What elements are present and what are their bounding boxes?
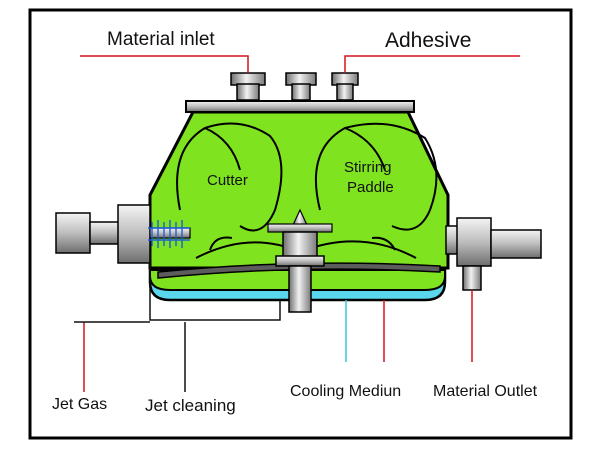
leader-lines: [74, 55, 520, 392]
paddle-label: Paddle: [347, 179, 394, 196]
material-inlet-label: Material inlet: [107, 29, 215, 50]
scraper-plate: [157, 262, 441, 279]
adhesive-nozzle: [331, 72, 359, 101]
outer-frame: [28, 8, 573, 440]
jet-cleaning-label: Jet cleaning: [145, 396, 236, 415]
leader-material-inlet: [80, 55, 249, 73]
material-outlet-label: Material Outlet: [433, 383, 538, 400]
cooling-medium-label: Cooling Mediun: [290, 383, 402, 400]
material-inlet-nozzle-icon: [230, 72, 266, 101]
cutter-blade-icon: [148, 220, 190, 248]
lid-plate: [185, 100, 415, 113]
stirring-label: Stirring: [344, 159, 392, 176]
leader-jet-frame: [149, 250, 281, 321]
outlet-valve-icon: [445, 217, 542, 291]
jet-gas-label: Jet Gas: [52, 396, 108, 413]
leader-adhesive: [344, 55, 520, 73]
center-nozzle: [285, 72, 317, 101]
adhesive-label: Adhesive: [385, 29, 472, 52]
cutter-label: Cutter: [207, 172, 248, 189]
center-shaft: [267, 208, 333, 313]
